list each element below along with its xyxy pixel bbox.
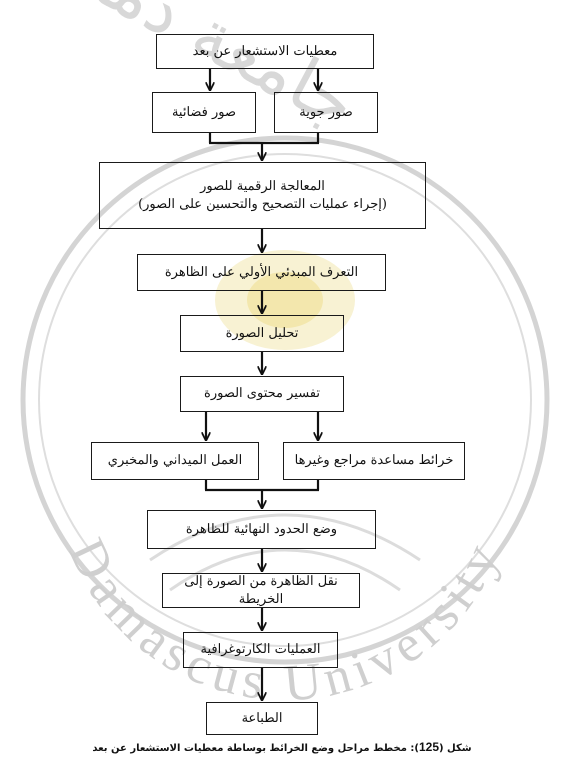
- box-label: العمل الميداني والمخبري: [107, 453, 243, 469]
- box-label: الطباعة: [241, 710, 283, 726]
- box-maps-references: خرائط مساعدة مراجع وغيرها: [283, 442, 465, 480]
- caption-number: 125: [418, 740, 439, 754]
- box-label: معطيات الاستشعار عن بعد: [192, 43, 338, 59]
- box-remote-sensing-data: معطيات الاستشعار عن بعد: [156, 34, 374, 69]
- box-digital-processing: المعالجة الرقمية للصور (إجراء عمليات الت…: [99, 162, 426, 229]
- figure-caption: شكل (125): مخطط مراحل وضع الخرائط بوساطة…: [0, 740, 564, 754]
- box-printing: الطباعة: [206, 702, 318, 735]
- box-initial-identification: التعرف المبدئي الأولي على الظاهرة: [137, 254, 386, 291]
- box-label: صور فضائية: [171, 104, 237, 120]
- box-label: صور جوية: [299, 104, 353, 120]
- box-label: خرائط مساعدة مراجع وغيرها: [294, 453, 454, 469]
- box-label-line1: المعالجة الرقمية للصور: [200, 178, 325, 194]
- box-label: العمليات الكارتوغرافية: [200, 642, 321, 658]
- box-cartographic-operations: العمليات الكارتوغرافية: [183, 632, 338, 668]
- caption-suffix: ): مخطط مراحل وضع الخرائط بوساطة معطيات …: [92, 743, 419, 754]
- box-aerial-images: صور جوية: [274, 92, 378, 133]
- box-label: تحليل الصورة: [225, 325, 299, 341]
- box-label: تفسير محتوى الصورة: [204, 386, 320, 402]
- box-content-interpretation: تفسير محتوى الصورة: [180, 376, 344, 412]
- box-satellite-images: صور فضائية: [152, 92, 256, 133]
- box-image-analysis: تحليل الصورة: [180, 315, 344, 352]
- box-final-boundaries: وضع الحدود النهائية للظاهرة: [147, 510, 376, 549]
- box-label: وضع الحدود النهائية للظاهرة: [185, 521, 338, 537]
- box-transfer-to-map: نقل الظاهرة من الصورة إلى الخريطة: [162, 573, 360, 608]
- box-field-lab-work: العمل الميداني والمخبري: [91, 442, 259, 480]
- box-label-line2: (إجراء عمليات التصحيح والتحسين على الصور…: [138, 196, 387, 212]
- caption-prefix: شكل (: [439, 743, 472, 754]
- box-label: نقل الظاهرة من الصورة إلى الخريطة: [184, 573, 338, 607]
- box-label: التعرف المبدئي الأولي على الظاهرة: [164, 264, 359, 280]
